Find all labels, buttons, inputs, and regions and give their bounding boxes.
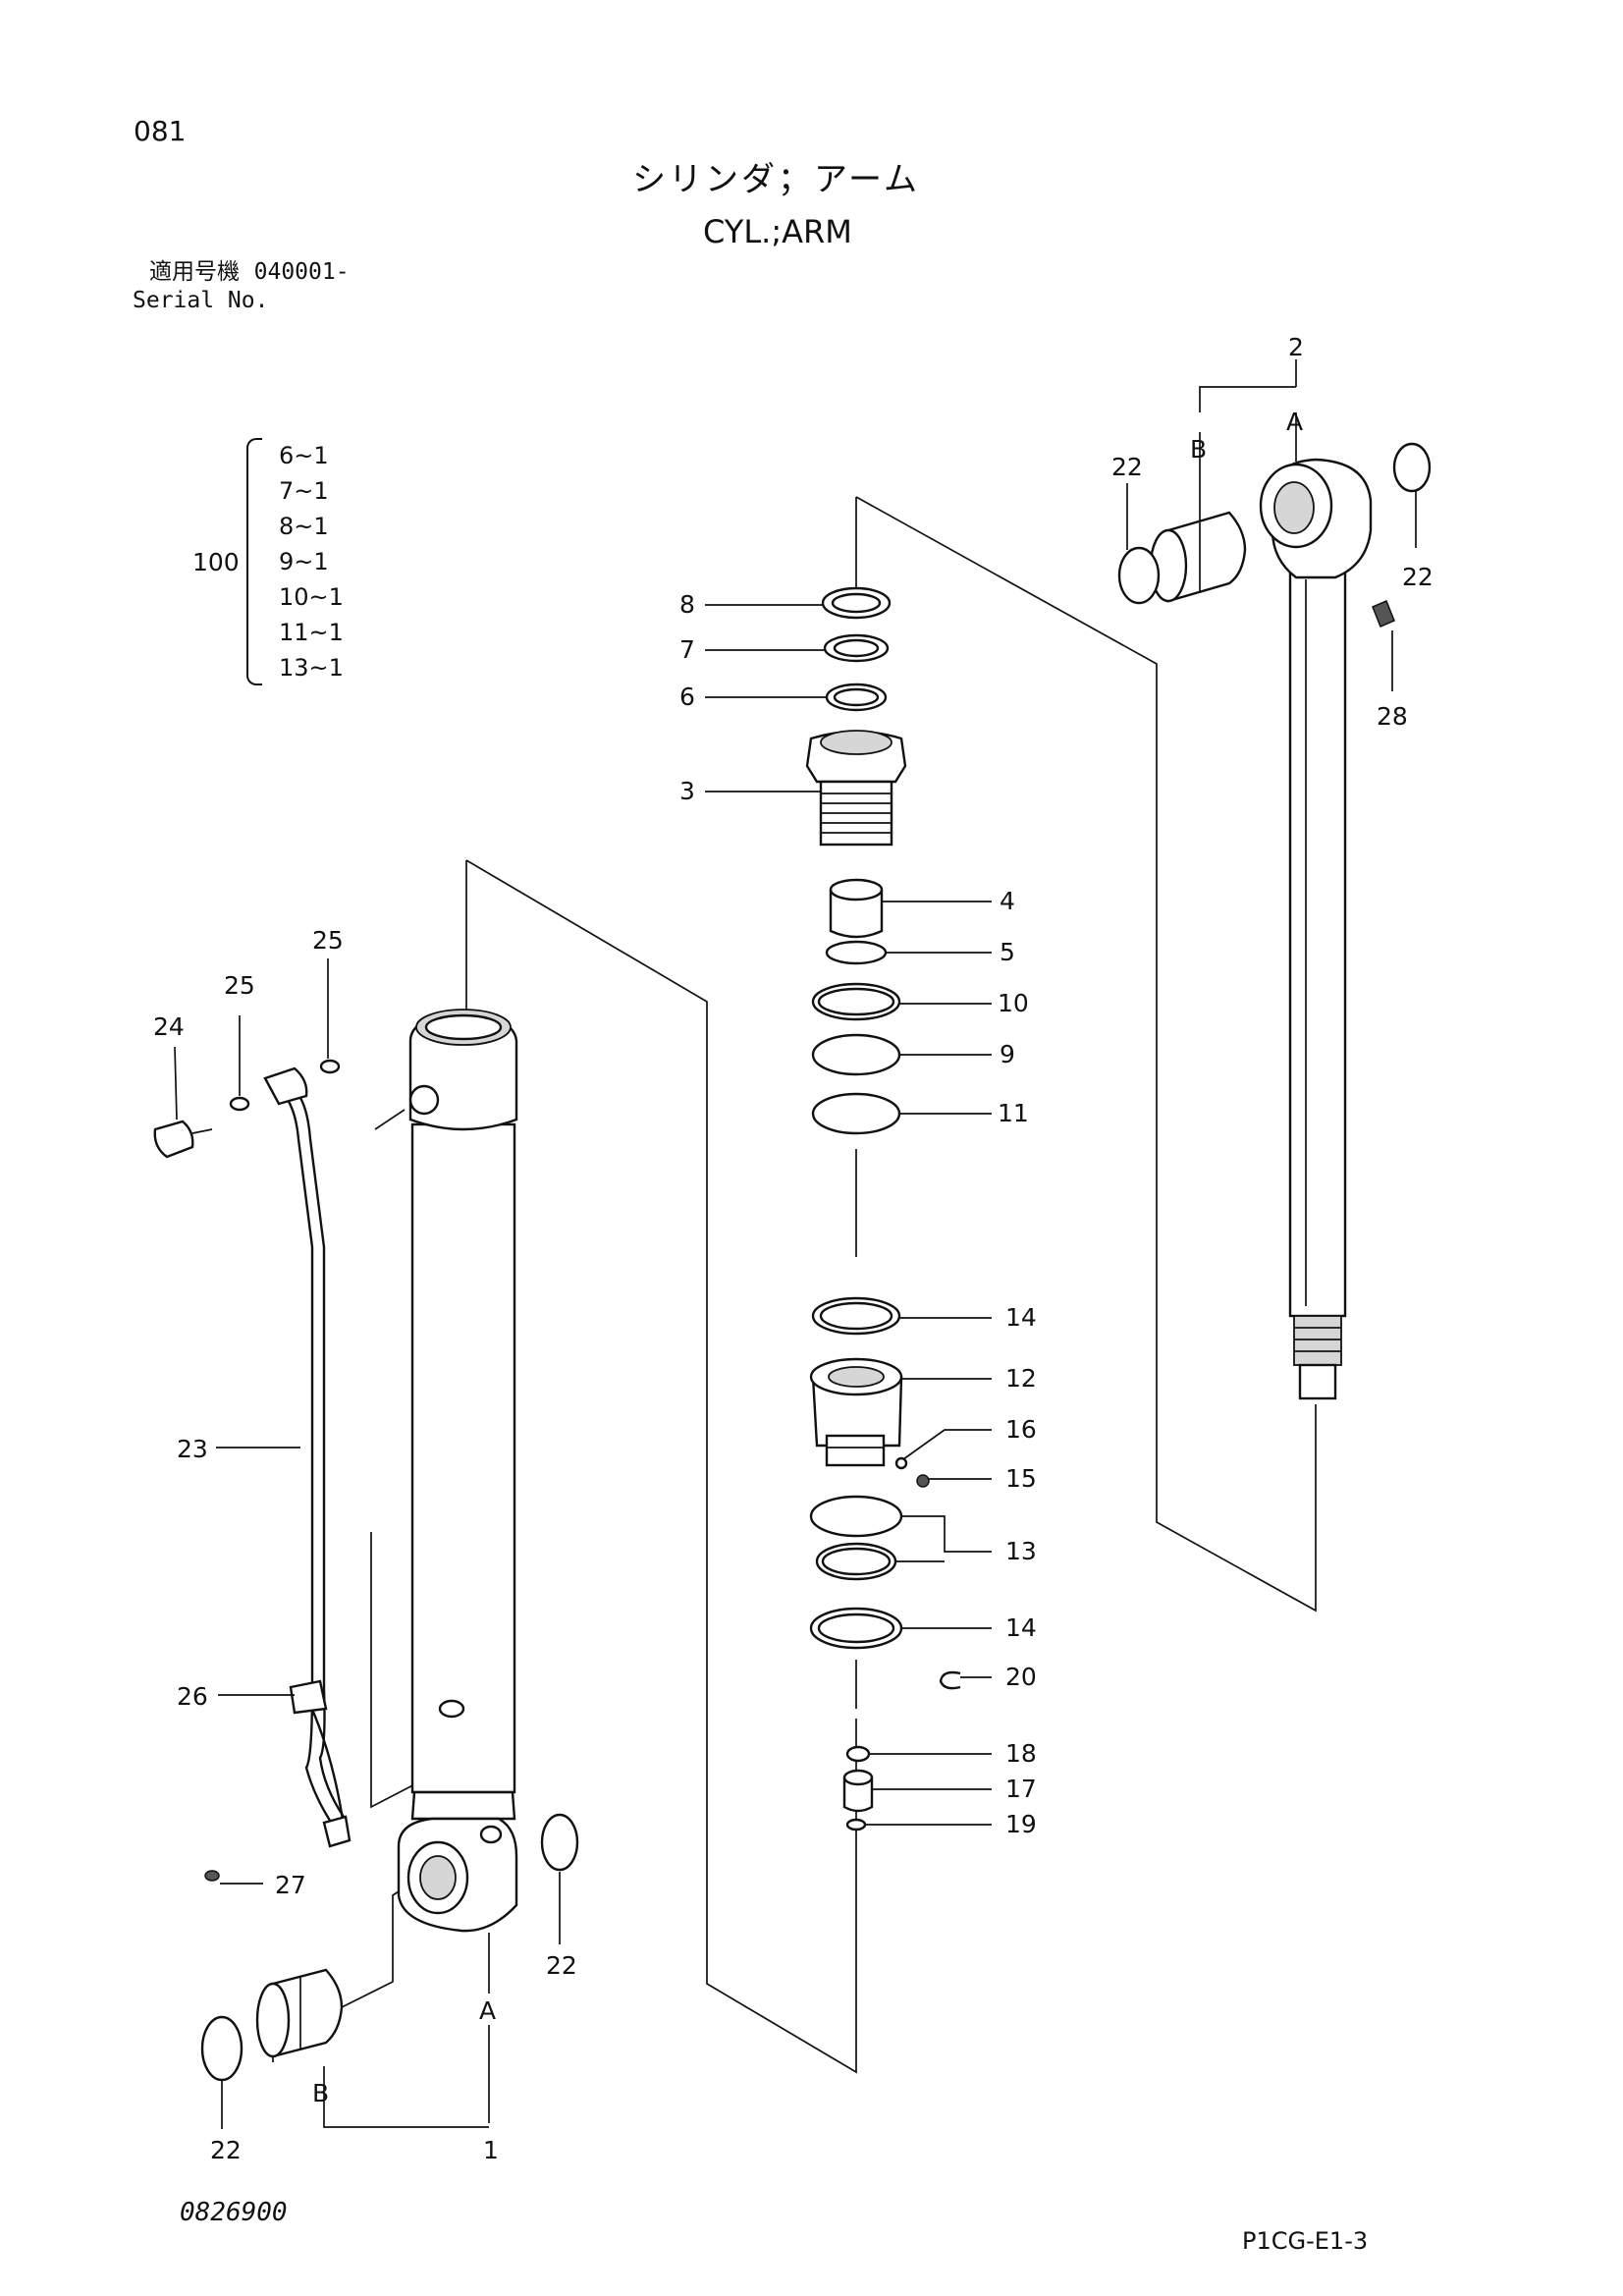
page-number: 081 [134, 115, 187, 147]
callout-17: 17 [1005, 1775, 1037, 1803]
serial-label-en: Serial No. [133, 288, 269, 313]
callout-1: 1 [483, 2136, 499, 2164]
kit-brace [246, 438, 262, 685]
callout-10: 10 [998, 989, 1029, 1017]
callout-27: 27 [275, 1871, 306, 1899]
title-japanese: シリンダ；アーム [632, 160, 920, 199]
kit-items: 6~1 7~1 8~1 9~1 10~1 11~1 13~1 [279, 438, 344, 685]
bushing-bottom [200, 1968, 344, 2082]
callout-13: 13 [1005, 1537, 1037, 1565]
callout-15: 15 [1005, 1464, 1037, 1493]
callout-19: 19 [1005, 1810, 1037, 1838]
rings-upper [811, 878, 901, 1135]
kit-item: 11~1 [279, 619, 344, 646]
callout-11: 11 [998, 1099, 1029, 1127]
kit-item: 6~1 [279, 442, 329, 469]
callout-26: 26 [177, 1682, 208, 1711]
bushing-top [1117, 442, 1432, 605]
kit-item: 13~1 [279, 654, 344, 682]
callout-b-bottom: B [312, 2079, 329, 2107]
callout-a-top: A [1286, 408, 1303, 436]
cylinder-tube [397, 1009, 579, 1933]
rod-cover [805, 730, 907, 847]
callout-a-bottom: A [479, 1996, 496, 2025]
kit-item: 10~1 [279, 583, 344, 611]
callout-8: 8 [679, 590, 695, 619]
piston-rod [1259, 458, 1395, 1400]
kit-item: 7~1 [279, 477, 329, 505]
title-english: CYL.;ARM [703, 213, 852, 250]
callout-22-top-left: 22 [1111, 453, 1143, 481]
kit-item: 8~1 [279, 513, 329, 540]
callout-12: 12 [1005, 1364, 1037, 1393]
callout-5: 5 [1000, 938, 1015, 966]
callout-3: 3 [679, 777, 695, 805]
callout-4: 4 [1000, 887, 1015, 915]
drawing-number: 0826900 [180, 2198, 288, 2227]
callout-18: 18 [1005, 1739, 1037, 1768]
callout-25-right: 25 [312, 926, 344, 955]
callout-23: 23 [177, 1435, 208, 1463]
callout-28: 28 [1377, 702, 1408, 731]
kit-item: 9~1 [279, 548, 329, 575]
pipe-assembly [153, 1059, 352, 1882]
leader-lines [174, 359, 1417, 2129]
callout-14-lower: 14 [1005, 1613, 1037, 1642]
callout-7: 7 [679, 635, 695, 664]
callout-9: 9 [1000, 1040, 1015, 1068]
callout-22-lower-right: 22 [546, 1951, 577, 1980]
serial-applicability: 適用号機 040001- [149, 261, 350, 284]
callout-20: 20 [1005, 1663, 1037, 1691]
seal-stack [821, 586, 892, 712]
callout-25-left: 25 [224, 971, 255, 1000]
callout-14-upper: 14 [1005, 1303, 1037, 1332]
callout-22-top-right: 22 [1402, 563, 1434, 591]
page-code: P1CG-E1-3 [1242, 2227, 1369, 2255]
serial-value: 040001- [253, 259, 350, 285]
callout-16: 16 [1005, 1415, 1037, 1444]
callout-22-lower-left: 22 [210, 2136, 242, 2164]
callout-labels: 2 A B 22 22 28 8 7 6 3 4 5 10 9 11 14 12… [153, 333, 1434, 2164]
serial-label-jp: 適用号機 [149, 259, 240, 285]
kit-number: 100 [192, 548, 240, 576]
callout-24: 24 [153, 1012, 185, 1041]
callout-6: 6 [679, 683, 695, 711]
callout-2: 2 [1288, 333, 1304, 361]
callout-b-top: B [1190, 435, 1207, 464]
